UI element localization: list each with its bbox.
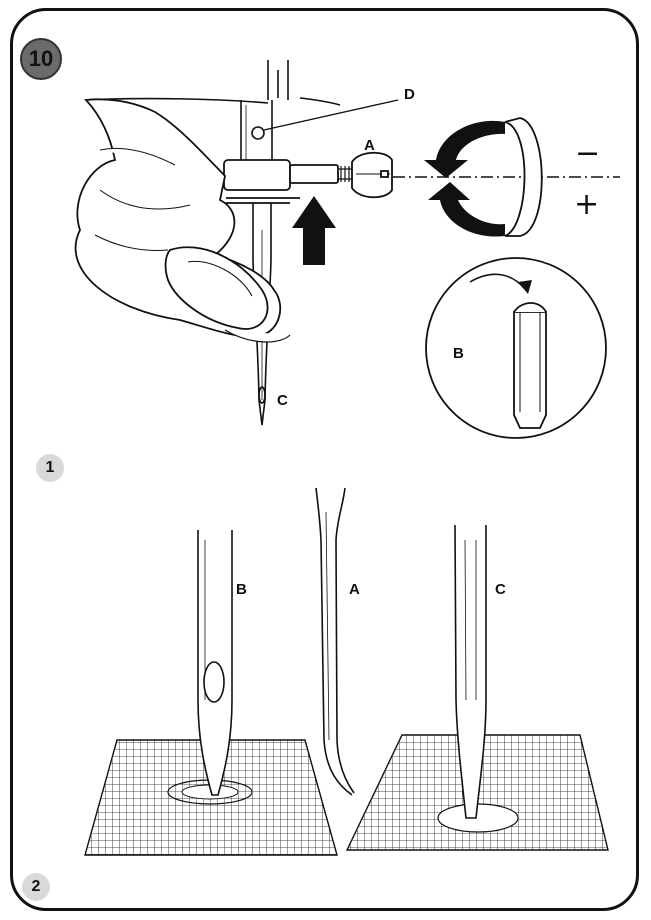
up-arrow-icon (292, 196, 336, 265)
label-d: D (404, 86, 415, 103)
thumbscrew-a (351, 151, 393, 199)
needle-a-bottom (315, 487, 355, 796)
step-badge: 10 (20, 38, 62, 80)
needle-clamp (219, 159, 352, 204)
section-badge-1: 1 (36, 454, 64, 482)
needle-b-bottom (197, 530, 233, 796)
fabric-left (84, 739, 338, 856)
label-bottom-b: B (236, 581, 247, 598)
label-b: B (453, 345, 464, 362)
label-bottom-a: A (349, 581, 360, 598)
label-c: C (277, 392, 288, 409)
rotate-arrow-icon (424, 117, 543, 237)
screw-d (251, 126, 265, 140)
leader-d (263, 99, 399, 131)
minus-sign: − (575, 136, 601, 171)
magnifier-b (425, 257, 607, 439)
plus-sign: + (574, 187, 600, 222)
section-badge-2: 2 (22, 873, 50, 901)
needle-bar (240, 100, 273, 165)
needle-c-bottom (454, 524, 487, 819)
machine-body (84, 60, 341, 106)
label-a: A (364, 137, 375, 154)
label-bottom-c: C (495, 581, 506, 598)
hand (74, 98, 291, 343)
